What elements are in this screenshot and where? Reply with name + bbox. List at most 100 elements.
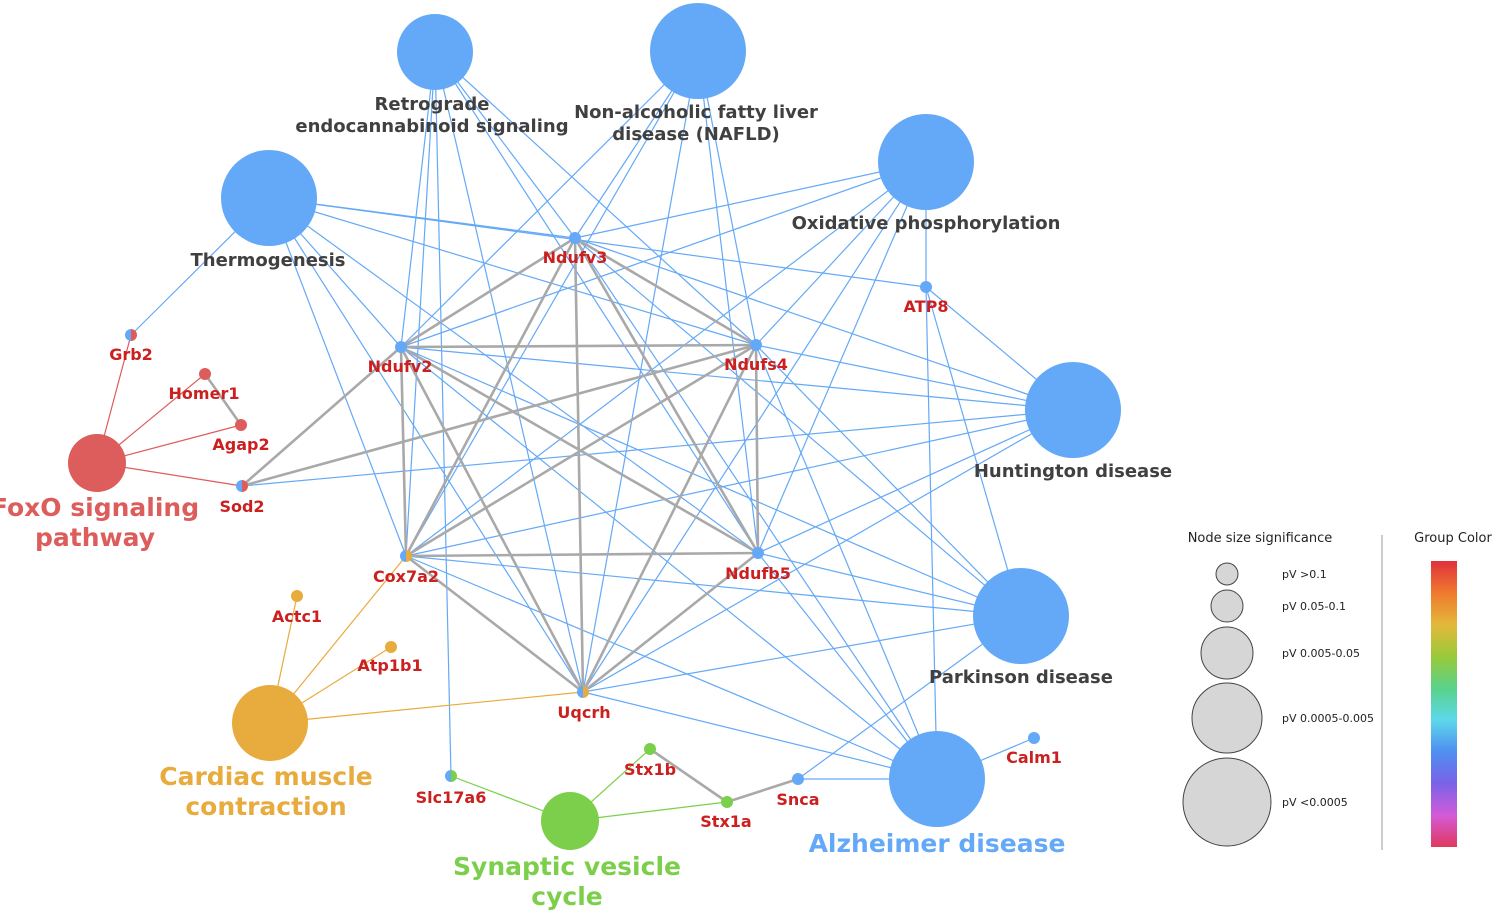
term-label-thermogenesis: Thermogenesis bbox=[190, 250, 345, 271]
edge-retrograde-slc17a6 bbox=[434, 51, 452, 777]
gene-node-fill bbox=[750, 339, 762, 351]
gene-label-atp1b1: Atp1b1 bbox=[357, 656, 422, 675]
term-node-synaptic[interactable] bbox=[541, 792, 599, 850]
edge-cox7a2-uqcrh bbox=[405, 554, 584, 694]
gene-node-atp1b1[interactable] bbox=[385, 641, 397, 653]
term-label-line: endocannabinoid signaling bbox=[295, 116, 568, 137]
term-label-line: Synaptic vesicle bbox=[453, 852, 681, 881]
edge-alzheimer-ndufv3 bbox=[574, 237, 938, 780]
edge-parkinson-ndufv2 bbox=[400, 346, 1022, 617]
legend-size-circle bbox=[1210, 589, 1244, 623]
gene-label-sod2: Sod2 bbox=[219, 497, 264, 516]
edge-parkinson-atp8 bbox=[925, 286, 1022, 617]
gene-label-agap2: Agap2 bbox=[212, 435, 269, 454]
edge-oxphos-ndufv2 bbox=[400, 161, 927, 348]
edge-cardiac-uqcrh bbox=[269, 691, 584, 724]
edge-ndufs4-ndufb5 bbox=[754, 344, 760, 554]
gene-label-calm1: Calm1 bbox=[1006, 748, 1062, 767]
term-label-line: Cardiac muscle bbox=[159, 762, 372, 791]
nodes-layer bbox=[68, 3, 1121, 850]
term-label-oxphos: Oxidative phosphorylation bbox=[792, 213, 1061, 234]
gene-label-stx1b: Stx1b bbox=[624, 760, 676, 779]
legend-size-label: pV 0.05-0.1 bbox=[1282, 600, 1346, 613]
gene-node-sod2[interactable] bbox=[236, 480, 248, 492]
gene-label-stx1a: Stx1a bbox=[700, 812, 751, 831]
gene-node-half bbox=[583, 686, 589, 698]
gene-node-agap2[interactable] bbox=[235, 419, 247, 431]
edge-ndufv2-ndufs4 bbox=[400, 343, 757, 349]
gene-node-half bbox=[577, 686, 583, 698]
edge-ndufv2-sod2 bbox=[241, 346, 402, 487]
edge-alzheimer-uqcrh bbox=[582, 691, 938, 780]
legend-size-circle bbox=[1191, 682, 1263, 754]
edge-alzheimer-ndufb5 bbox=[757, 552, 938, 780]
edge-ndufs4-uqcrh bbox=[581, 344, 758, 693]
edge-huntington-ndufs4 bbox=[755, 344, 1074, 411]
gene-label-atp8: ATP8 bbox=[904, 297, 949, 316]
edge-parkinson-uqcrh bbox=[582, 615, 1022, 693]
term-node-thermogenesis[interactable] bbox=[221, 150, 317, 246]
gene-node-half bbox=[406, 550, 412, 562]
gene-node-stx1b[interactable] bbox=[644, 743, 656, 755]
gene-label-grb2: Grb2 bbox=[109, 345, 153, 364]
term-node-foxo[interactable] bbox=[68, 434, 126, 492]
legend-size-title: Node size significance bbox=[1188, 531, 1333, 546]
gene-node-ndufs4[interactable] bbox=[750, 339, 762, 351]
term-node-parkinson[interactable] bbox=[973, 568, 1069, 664]
gene-label-cox7a2: Cox7a2 bbox=[373, 567, 439, 586]
term-node-oxphos[interactable] bbox=[878, 114, 974, 210]
legend-size-circle bbox=[1200, 626, 1254, 680]
gene-node-ndufv2[interactable] bbox=[395, 341, 407, 353]
edge-homer1-agap2 bbox=[203, 373, 243, 426]
term-label-line: contraction bbox=[185, 792, 346, 821]
gene-node-ndufb5[interactable] bbox=[752, 547, 764, 559]
edge-nafld-ndufb5 bbox=[697, 50, 759, 554]
term-node-retrograde[interactable] bbox=[397, 14, 473, 90]
gene-node-half bbox=[451, 770, 457, 782]
edge-ndufv2-cox7a2 bbox=[399, 346, 408, 557]
edge-huntington-ndufb5 bbox=[757, 409, 1074, 554]
term-node-nafld[interactable] bbox=[650, 3, 746, 99]
gene-node-actc1[interactable] bbox=[291, 590, 303, 602]
gene-node-stx1a[interactable] bbox=[721, 796, 733, 808]
gene-node-fill bbox=[385, 641, 397, 653]
gene-node-fill bbox=[1028, 732, 1040, 744]
gene-node-ndufv3[interactable] bbox=[569, 232, 581, 244]
gene-node-snca[interactable] bbox=[792, 773, 804, 785]
gene-node-cox7a2[interactable] bbox=[400, 550, 412, 562]
gene-node-fill bbox=[395, 341, 407, 353]
edge-ndufv3-ndufs4 bbox=[574, 236, 757, 347]
gene-node-atp8[interactable] bbox=[920, 281, 932, 293]
term-node-alzheimer[interactable] bbox=[889, 731, 985, 827]
legend-size-circle bbox=[1182, 757, 1272, 847]
term-label-alzheimer: Alzheimer disease bbox=[809, 829, 1066, 858]
edge-huntington-uqcrh bbox=[582, 409, 1074, 693]
term-label-line: Parkinson disease bbox=[929, 667, 1113, 688]
legend-size-label: pV 0.005-0.05 bbox=[1282, 647, 1360, 660]
edge-nafld-ndufv2 bbox=[400, 50, 699, 348]
gene-node-half bbox=[400, 550, 406, 562]
gene-node-grb2[interactable] bbox=[125, 329, 137, 341]
gene-node-fill bbox=[199, 368, 211, 380]
term-label-line: pathway bbox=[35, 523, 155, 552]
gene-node-fill bbox=[792, 773, 804, 785]
edge-parkinson-ndufv3 bbox=[574, 237, 1022, 617]
gene-node-uqcrh[interactable] bbox=[577, 686, 589, 698]
term-node-cardiac[interactable] bbox=[232, 685, 308, 761]
gene-node-slc17a6[interactable] bbox=[445, 770, 457, 782]
legend-size-label: pV 0.0005-0.005 bbox=[1282, 712, 1374, 725]
term-node-huntington[interactable] bbox=[1025, 362, 1121, 458]
gene-node-calm1[interactable] bbox=[1028, 732, 1040, 744]
edge-ndufb5-cox7a2 bbox=[405, 551, 759, 558]
gene-node-half bbox=[242, 480, 248, 492]
gene-node-homer1[interactable] bbox=[199, 368, 211, 380]
legend-size-label: pV <0.0005 bbox=[1282, 796, 1348, 809]
legend-color-title: Group Color bbox=[1414, 531, 1492, 546]
gene-node-fill bbox=[721, 796, 733, 808]
